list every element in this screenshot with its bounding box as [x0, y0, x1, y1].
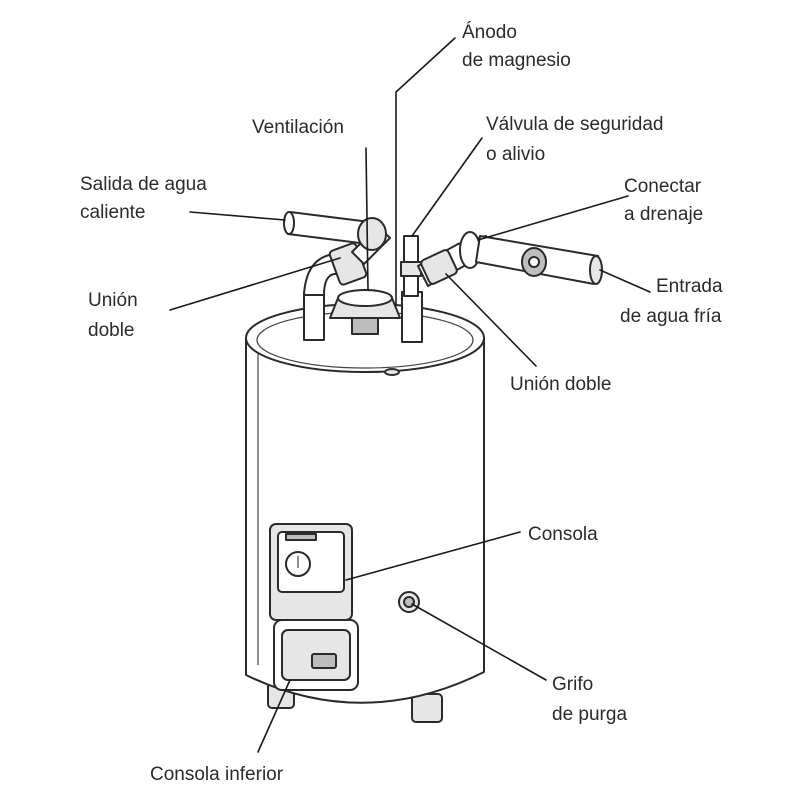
label-consola-inferior: Consola inferior — [150, 764, 284, 785]
label-ventilacion: Ventilación — [252, 117, 344, 138]
label-union-left-line2: doble — [88, 320, 135, 341]
water-heater-illustration — [245, 211, 603, 723]
label-grifo-line1: Grifo — [552, 674, 593, 695]
leader-lines — [169, 37, 651, 753]
label-grifo-line2: de purga — [552, 704, 627, 725]
label-valvula-line2: o alivio — [486, 144, 545, 165]
label-consola: Consola — [528, 524, 598, 545]
label-entrada-line1: Entrada — [656, 276, 723, 297]
label-conectar-line2: a drenaje — [624, 204, 703, 225]
leader-valvula — [411, 137, 483, 237]
leader-union-left — [169, 257, 341, 311]
leader-salida — [189, 211, 286, 221]
label-conectar-line1: Conectar — [624, 176, 702, 197]
leader-consola-inferior — [257, 679, 291, 753]
leader-anodo — [395, 37, 456, 306]
label-anodo-line1: Ánodo — [462, 22, 517, 43]
label-salida-line1: Salida de agua — [80, 174, 207, 195]
label-union-right: Unión doble — [510, 374, 611, 395]
label-union-left-line1: Unión — [88, 290, 138, 311]
label-entrada-line2: de agua fría — [620, 306, 722, 327]
label-anodo-line2: de magnesio — [462, 50, 571, 71]
label-valvula-line1: Válvula de seguridad — [486, 114, 663, 135]
leader-grifo — [411, 603, 547, 681]
leader-ventilacion — [365, 147, 369, 291]
leader-consola — [345, 531, 521, 581]
leader-entrada — [599, 269, 651, 293]
leader-conectar — [477, 195, 629, 241]
labels: Ánodo de magnesio Ventilación Válvula de… — [80, 22, 723, 785]
label-salida-line2: caliente — [80, 202, 146, 223]
leader-union-right — [445, 273, 537, 367]
